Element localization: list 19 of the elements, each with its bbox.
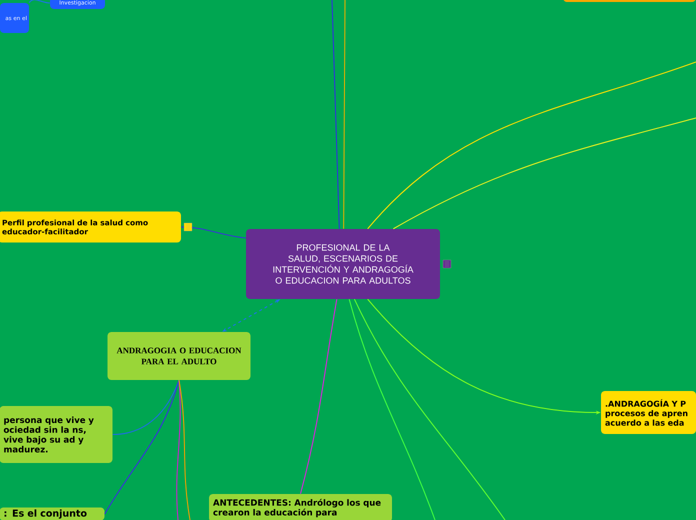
connector (104, 380, 180, 514)
subtopic-box: ANTECEDENTES: Andrólogo los que crearon la educación para (209, 494, 392, 520)
connector (348, 298, 436, 520)
connector (332, 0, 340, 230)
connector (300, 298, 338, 494)
connector (180, 226, 246, 238)
connector (392, 118, 696, 230)
subtopic-box: persona que vive y ociedad sin la ns, vive bajo su ad y madurez. (0, 406, 112, 463)
connector (178, 380, 190, 520)
connector (112, 380, 180, 435)
connector (367, 62, 696, 230)
topic-box: PROFESIONAL DE LA SALUD, ESCENARIOS DE INTERVENCIÓN Y ANDRAGOGÍA O EDUCACION PARA ADULTOS (246, 229, 440, 299)
subtopic-box: : Es el conjunto (0, 508, 104, 520)
subtopic-box: ANDRAGOGIA O EDUCACION PARA EL ADULTO (108, 332, 250, 380)
connector (354, 298, 506, 520)
connector (343, 0, 346, 230)
subtopic-box: .ANDRAGOGÍA Y P procesos de apren acuerdo a las eda (601, 391, 696, 434)
connector (28, 0, 50, 4)
connector (176, 380, 181, 520)
